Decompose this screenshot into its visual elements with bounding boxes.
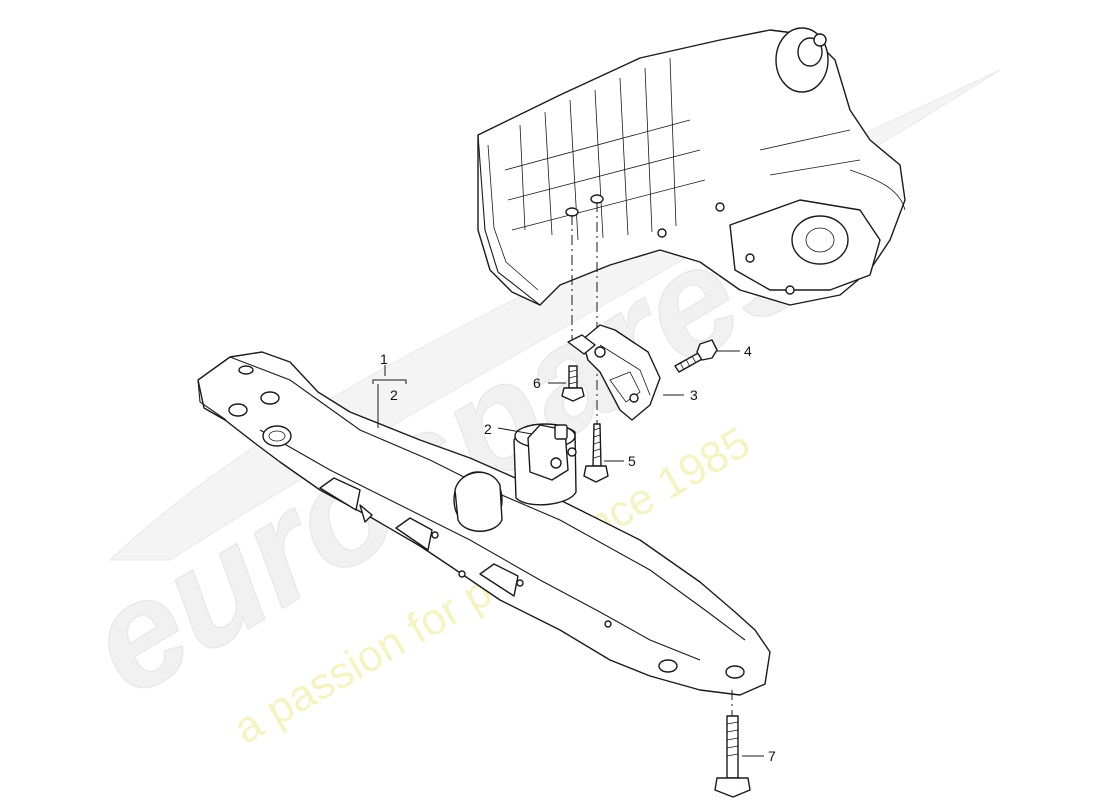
callout-2-crossmember: 2 bbox=[390, 387, 398, 403]
callout-1: 1 bbox=[380, 351, 388, 367]
callout-7: 7 bbox=[768, 748, 776, 764]
callout-2-bush: 2 bbox=[484, 421, 492, 437]
leaders bbox=[372, 350, 764, 757]
callout-5: 5 bbox=[628, 453, 636, 469]
bolt-4 bbox=[674, 339, 718, 373]
callouts: 1 2 2 3 4 5 6 7 bbox=[380, 343, 776, 764]
bolt-5 bbox=[583, 423, 609, 483]
gearbox-mount-bush bbox=[513, 423, 577, 506]
bolt-7 bbox=[714, 690, 751, 798]
cross-member bbox=[197, 351, 771, 696]
callout-4: 4 bbox=[744, 343, 752, 359]
mount-bracket bbox=[567, 324, 661, 421]
callout-3: 3 bbox=[690, 387, 698, 403]
bolt-6 bbox=[561, 365, 585, 402]
gearbox-assembly bbox=[477, 27, 906, 306]
callout-6: 6 bbox=[533, 375, 541, 391]
